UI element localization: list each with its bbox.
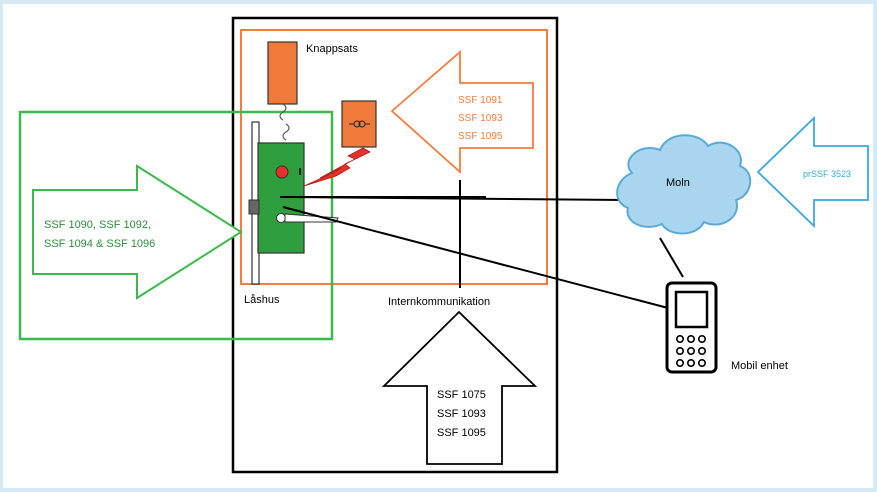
lock-bolt [248,199,260,215]
lock-indicator [275,165,289,179]
cloud-icon [616,134,751,235]
orange-standard-2: SSF 1093 [458,113,503,124]
green-arrow [32,164,243,300]
keypad-block [267,41,298,105]
cloud-mobile-line [659,237,684,278]
lightning-bolt-icon [303,147,371,187]
mobile-label: Mobil enhet [731,360,788,372]
green-standard-2: SSF 1094 & SSF 1096 [44,238,155,250]
orange-box [240,29,548,285]
blue-arrow [756,115,869,229]
mobile-phone-icon [665,281,718,374]
bottom-standard-1: SSF 1075 [437,389,486,401]
bottom-arrow [381,310,538,465]
bottom-standard-2: SSF 1093 [437,408,486,420]
cloud-label: Moln [666,177,690,189]
keypad-label: Knappsats [306,43,358,55]
bottom-standard-3: SSF 1095 [437,427,486,439]
green-box [18,110,334,341]
central-box [231,16,559,474]
cloud-standard: prSSF 3523 [803,169,851,179]
keypad-cable [279,103,287,121]
lock-spindle [276,213,286,223]
internal-comm-label: Internkommunikation [388,296,490,308]
orange-arrow [390,50,534,175]
sensor-symbol-icon [349,120,370,128]
lock-cable [282,123,290,141]
orange-standard-3: SSF 1095 [458,131,503,142]
line-to-cloud [289,196,625,201]
green-standard-1: SSF 1090, SSF 1092, [44,219,151,231]
lock-housing-label: Låshus [244,294,280,306]
orange-standard-1: SSF 1091 [458,95,503,106]
line-to-mobile [282,206,669,309]
